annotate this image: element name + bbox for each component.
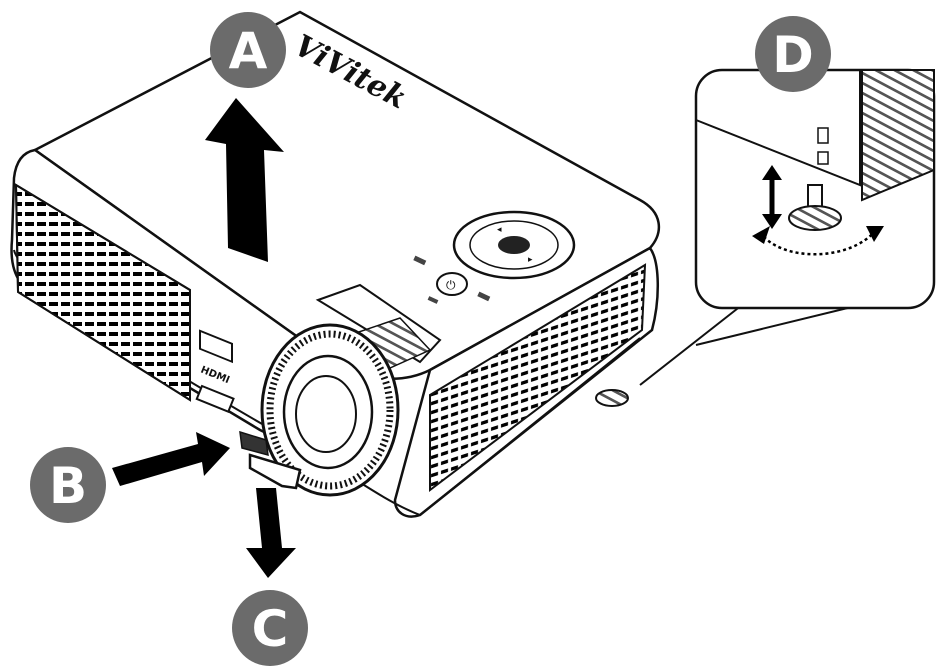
projector-lens: [260, 323, 400, 497]
ir-sensor: [199, 329, 233, 364]
lift-up-arrow: [205, 98, 284, 262]
foot-down-arrow: [246, 488, 296, 578]
svg-text:◂: ◂: [497, 225, 502, 235]
power-button: ⏻: [436, 272, 468, 296]
callout-a: A: [210, 12, 286, 88]
control-pad: ◂ ▸: [452, 210, 576, 280]
callout-c-label: C: [252, 600, 289, 658]
side-vent-grille: [429, 263, 647, 493]
svg-text:⏻: ⏻: [446, 278, 456, 292]
press-button-arrow: [112, 432, 230, 486]
callout-c: C: [232, 590, 308, 666]
callout-b: B: [30, 447, 106, 523]
projector-body: ViVitek ◂ ▸ ⏻ HDMI: [10, 10, 661, 518]
rear-foot-detail-inset: [639, 68, 936, 386]
elevator-foot-button: [239, 430, 269, 457]
callout-d: D: [755, 16, 831, 92]
rotation-arrow: [752, 226, 884, 256]
elevator-foot: [248, 453, 302, 490]
rear-adjustment-foot: [595, 389, 629, 407]
callout-d-label: D: [772, 26, 814, 84]
height-adjust-arrow: [762, 165, 782, 229]
svg-text:▸: ▸: [528, 255, 533, 265]
callout-a-label: A: [229, 22, 268, 80]
callout-b-label: B: [49, 457, 87, 515]
